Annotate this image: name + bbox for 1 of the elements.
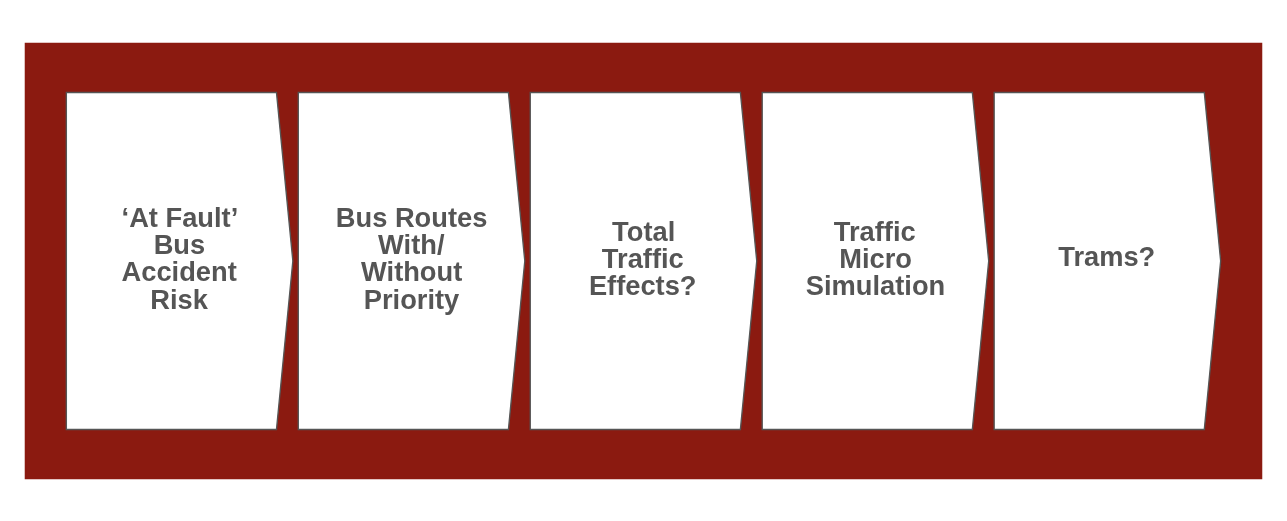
cluster (24, 42, 1263, 479)
